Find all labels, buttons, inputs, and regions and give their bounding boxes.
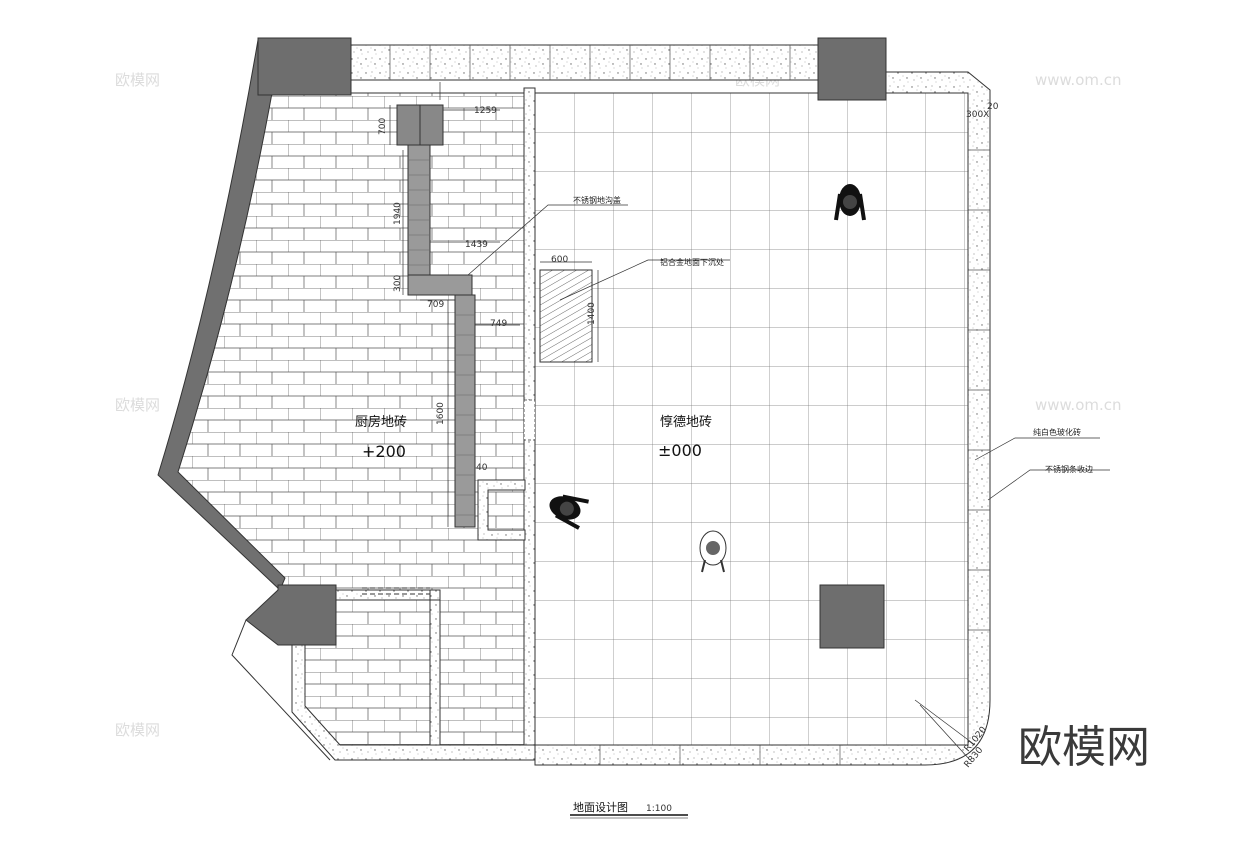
dim-label: 1439: [465, 240, 488, 250]
callout-drain-cover: 不锈钢地沟盖: [573, 195, 621, 205]
watermark: 欧模网: [115, 71, 160, 89]
person-figure: [549, 494, 589, 530]
dim-label: 700: [378, 118, 388, 135]
room-name-hall: 惇德地砖: [660, 414, 712, 430]
callouts: 不锈钢地沟盖 铝合金地面下沉处 纯白色玻化砖 不锈钢条收边: [467, 195, 1110, 501]
callout-white-tile: 纯白色玻化砖: [1033, 427, 1081, 437]
drawing-scale: 1:100: [646, 804, 672, 814]
dim-label: 1259: [474, 106, 497, 116]
drawing-title: 地面设计图: [573, 801, 628, 814]
watermark: www.om.cn: [1035, 71, 1122, 89]
hall-grid-floor: [534, 92, 969, 746]
column: [819, 584, 885, 649]
column: [245, 584, 337, 646]
sunken-alloy-area: [539, 269, 593, 363]
dim-label: 1400: [587, 302, 597, 325]
watermark: 欧模网: [115, 396, 160, 414]
watermark: 欧模网: [115, 721, 160, 739]
entrance-door: [231, 619, 331, 761]
dim-label: 600: [551, 255, 568, 265]
brand-logo: 欧模网: [1018, 722, 1150, 773]
drain-grate-lines: [408, 159, 475, 516]
niche-wall: [477, 479, 526, 541]
dim-label: 300: [393, 275, 403, 292]
dim-label: 20: [987, 102, 999, 112]
dim-label: 300X: [966, 110, 989, 120]
dim-label: 1940: [393, 202, 403, 225]
person-figure: [834, 184, 866, 221]
dim-label: 40: [476, 463, 488, 473]
column: [817, 37, 887, 101]
drain-channel: [396, 104, 476, 528]
watermark: www.om.cn: [1035, 396, 1122, 414]
door-opening: [523, 399, 536, 441]
room-level-kitchen: +200: [362, 442, 406, 461]
room-level-hall: ±000: [658, 441, 702, 460]
border-joints: [389, 45, 990, 765]
column: [257, 37, 352, 96]
callout-steel-strip: 不锈钢条收边: [1045, 464, 1093, 474]
dim-label: 709: [427, 300, 444, 310]
dim-label: 749: [490, 319, 507, 329]
callout-alloy-edge: 铝合金地面下沉处: [660, 257, 724, 267]
dim-label: 1600: [436, 402, 446, 425]
dimension-lines: [389, 82, 599, 527]
room-name-kitchen: 厨房地砖: [355, 414, 407, 430]
person-figure: [699, 530, 727, 573]
